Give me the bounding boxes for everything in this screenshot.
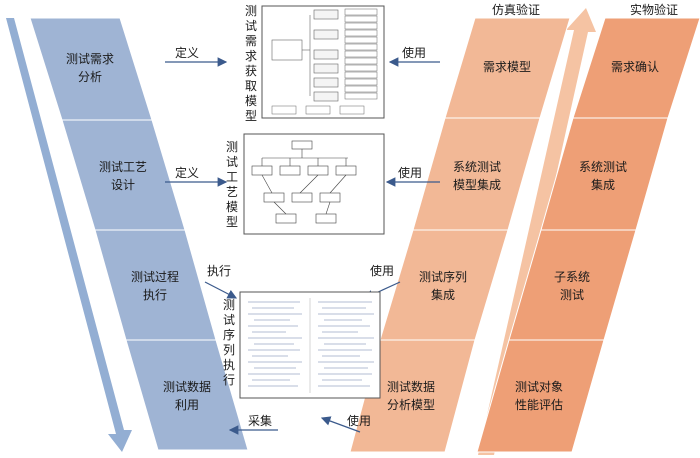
sim-column-shapes bbox=[349, 17, 571, 453]
sim-stage-label-4: 测试数据 分析模型 bbox=[386, 380, 435, 412]
model-title-sequence: 测试序列执行 bbox=[222, 298, 236, 388]
sequence-execution-panel bbox=[239, 291, 381, 399]
connector-arrows bbox=[165, 57, 440, 435]
model-title-requirement: 测试需求获取模型 bbox=[244, 4, 258, 124]
label-execute: 执行 bbox=[207, 264, 232, 278]
vertical-title-text: 测试序列执行 bbox=[222, 298, 235, 387]
sim-stage-label-1: 需求模型 bbox=[482, 60, 531, 74]
phys-stage-label-4: 测试对象 性能评估 bbox=[514, 380, 563, 412]
process-model-panel bbox=[243, 133, 385, 235]
label-use-4: 使用 bbox=[347, 414, 372, 428]
left-stage-label-3: 测试过程 执行 bbox=[130, 270, 179, 302]
label-collect: 采集 bbox=[248, 414, 273, 428]
label-define-1: 定义 bbox=[175, 46, 200, 60]
sim-stage-label-3: 测试序列 集成 bbox=[418, 270, 467, 302]
sim-column-header: 仿真验证 bbox=[492, 3, 541, 17]
phys-stage-label-1: 需求确认 bbox=[610, 60, 659, 74]
vertical-title-text: 测试工艺模型 bbox=[225, 140, 238, 229]
arrow-execute bbox=[204, 281, 238, 299]
arrow-use-4 bbox=[320, 416, 361, 433]
sim-stage-4 bbox=[349, 339, 476, 453]
downward-flow-arrow bbox=[6, 18, 132, 452]
label-define-2: 定义 bbox=[175, 166, 200, 180]
label-use-2: 使用 bbox=[398, 166, 423, 180]
sim-stage-label-2: 系统测试 模型集成 bbox=[452, 160, 501, 192]
left-column-shapes bbox=[29, 17, 249, 451]
phys-column-shapes bbox=[476, 17, 700, 453]
label-use-3: 使用 bbox=[370, 264, 395, 278]
upward-flow-arrow bbox=[478, 8, 596, 455]
phys-stage-label-3: 子系统 测试 bbox=[553, 270, 590, 302]
left-stage-label-1: 测试需求 分析 bbox=[65, 52, 114, 84]
phys-column-header: 实物验证 bbox=[630, 3, 679, 17]
left-stage-4 bbox=[125, 339, 249, 451]
vertical-title-text: 测试需求获取模型 bbox=[244, 4, 257, 123]
phys-stage-4 bbox=[476, 339, 605, 453]
model-title-process: 测试工艺模型 bbox=[225, 140, 239, 230]
phys-stage-label-2: 系统测试 集成 bbox=[578, 160, 627, 192]
requirement-model-panel bbox=[261, 5, 385, 119]
left-stage-label-2: 测试工艺 设计 bbox=[98, 160, 147, 192]
label-use-1: 使用 bbox=[402, 46, 427, 60]
left-stage-label-4: 测试数据 利用 bbox=[162, 380, 211, 412]
